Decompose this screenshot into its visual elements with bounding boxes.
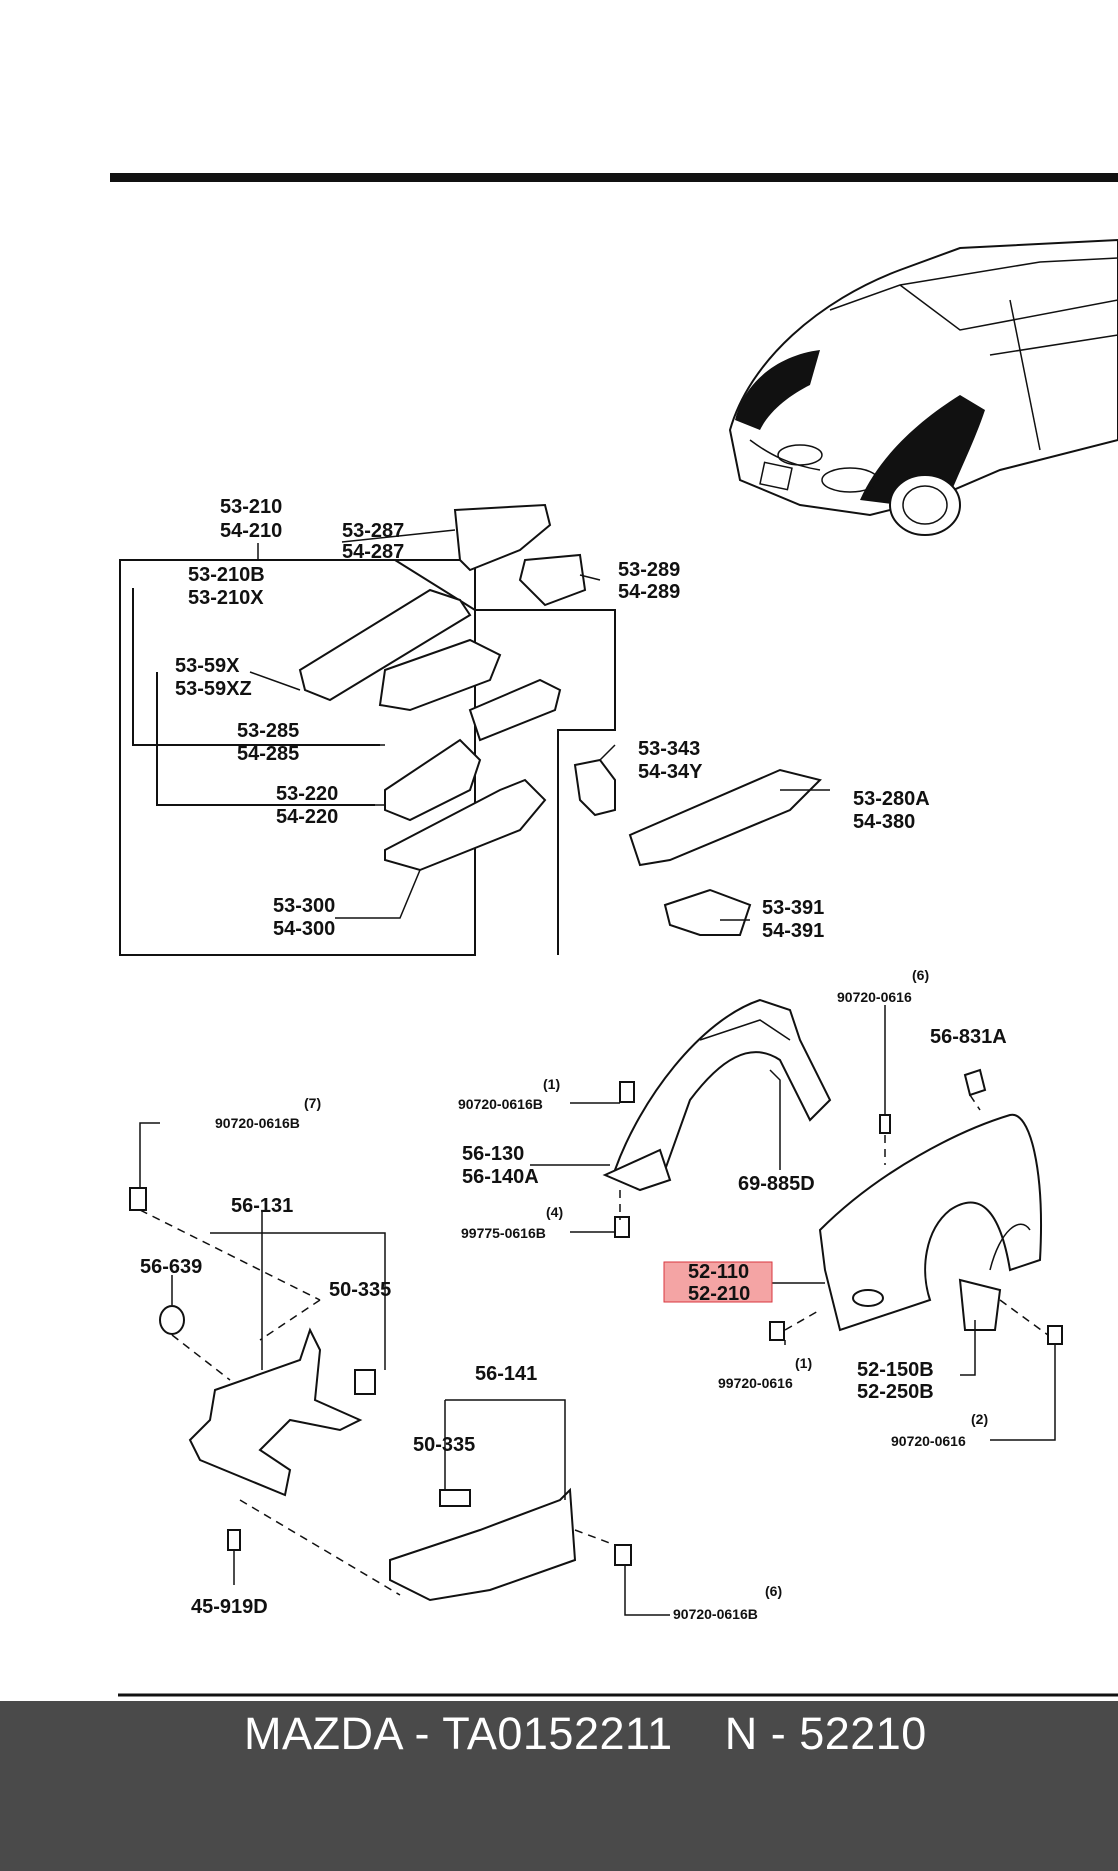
label-54-391: 54-391: [762, 920, 824, 942]
label-99720-0616: 99720-0616: [718, 1375, 793, 1391]
label-90720-0616b-c: 90720-0616B: [673, 1606, 758, 1622]
label-56-140a: 56-140A: [462, 1166, 539, 1188]
label-qty-6b: (6): [765, 1583, 782, 1599]
label-54-210: 54-210: [220, 520, 282, 542]
label-52-250b: 52-250B: [857, 1381, 934, 1403]
apron-group: [119, 503, 822, 956]
label-56-131: 56-131: [231, 1195, 293, 1217]
label-45-919d: 45-919D: [191, 1596, 268, 1618]
label-90720-0616-a: 90720-0616: [837, 989, 912, 1005]
label-90720-0616-b: 90720-0616: [891, 1433, 966, 1449]
label-qty-6a: (6): [912, 967, 929, 983]
label-53-59x: 53-59X: [175, 655, 240, 677]
label-53-300: 53-300: [273, 895, 335, 917]
footer-caption: MAZDA - TA0152211 N - 52210: [244, 1708, 927, 1759]
label-52-110: 52-110: [688, 1261, 749, 1283]
label-qty-1b: (1): [795, 1355, 812, 1371]
car-illustration: [728, 238, 1118, 536]
label-50-335-b: 50-335: [413, 1434, 475, 1456]
label-53-287: 53-287: [342, 520, 404, 542]
highlight-box: [663, 1261, 773, 1303]
label-53-391: 53-391: [762, 897, 824, 919]
label-qty-2: (2): [971, 1411, 988, 1427]
label-qty-7: (7): [304, 1095, 321, 1111]
label-53-210x: 53-210X: [188, 587, 264, 609]
label-53-289: 53-289: [618, 559, 680, 581]
part-labels: 53-210 54-210 53-287 54-287 53-289 54-28…: [140, 496, 1007, 1622]
label-50-335-a: 50-335: [329, 1279, 391, 1301]
label-53-343: 53-343: [638, 738, 700, 760]
leader-lines: [139, 529, 1056, 1616]
label-56-639: 56-639: [140, 1256, 202, 1278]
footer-bar: [0, 1701, 1118, 1871]
label-56-130: 56-130: [462, 1143, 524, 1165]
label-54-300: 54-300: [273, 918, 335, 940]
top-rule: [110, 173, 1118, 182]
label-54-220: 54-220: [276, 806, 338, 828]
label-52-210: 52-210: [688, 1283, 750, 1305]
label-54-380: 54-380: [853, 811, 915, 833]
label-54-34y: 54-34Y: [638, 761, 703, 783]
label-52-150b: 52-150B: [857, 1359, 934, 1381]
fender-liner-group: [602, 998, 1063, 1345]
label-69-885d: 69-885D: [738, 1173, 815, 1195]
label-90720-0616b-b: 90720-0616B: [215, 1115, 300, 1131]
label-53-285: 53-285: [237, 720, 299, 742]
label-53-220: 53-220: [276, 783, 338, 805]
label-53-210b: 53-210B: [188, 564, 265, 586]
label-99775-0616b: 99775-0616B: [461, 1225, 546, 1241]
splash-shield-group: [129, 1187, 632, 1602]
label-qty-4: (4): [546, 1204, 563, 1220]
label-54-287: 54-287: [342, 541, 404, 563]
label-53-59xz: 53-59XZ: [175, 678, 252, 700]
label-53-280a: 53-280A: [853, 788, 930, 810]
label-54-285: 54-285: [237, 743, 299, 765]
label-qty-1a: (1): [543, 1076, 560, 1092]
label-54-289: 54-289: [618, 581, 680, 603]
label-90720-0616b-a: 90720-0616B: [458, 1096, 543, 1112]
label-56-141: 56-141: [475, 1363, 537, 1385]
label-53-210: 53-210: [220, 496, 282, 518]
label-56-831a: 56-831A: [930, 1026, 1007, 1048]
dashed-leaders: [139, 1094, 1049, 1596]
